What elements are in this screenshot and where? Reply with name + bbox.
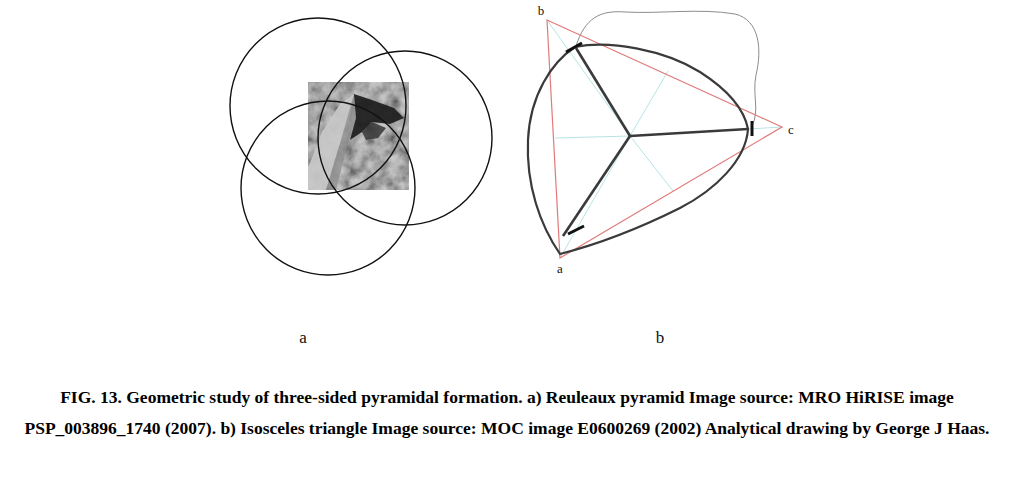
panel-label: a (299, 329, 307, 346)
radial-lines (563, 48, 748, 236)
contour-line (576, 11, 759, 126)
triangle-study (528, 11, 782, 258)
figure-caption: FIG. 13. Geometric study of three-sided … (24, 382, 990, 443)
reuleaux-circles (230, 18, 492, 275)
tick-marks (566, 43, 752, 234)
vertex-label: a (557, 262, 563, 275)
vertex-label: c (788, 123, 794, 136)
vertex-label: b (538, 4, 545, 17)
satellite-photo (308, 82, 409, 190)
reuleaux-outline (528, 45, 748, 254)
panel-label: b (656, 329, 665, 346)
